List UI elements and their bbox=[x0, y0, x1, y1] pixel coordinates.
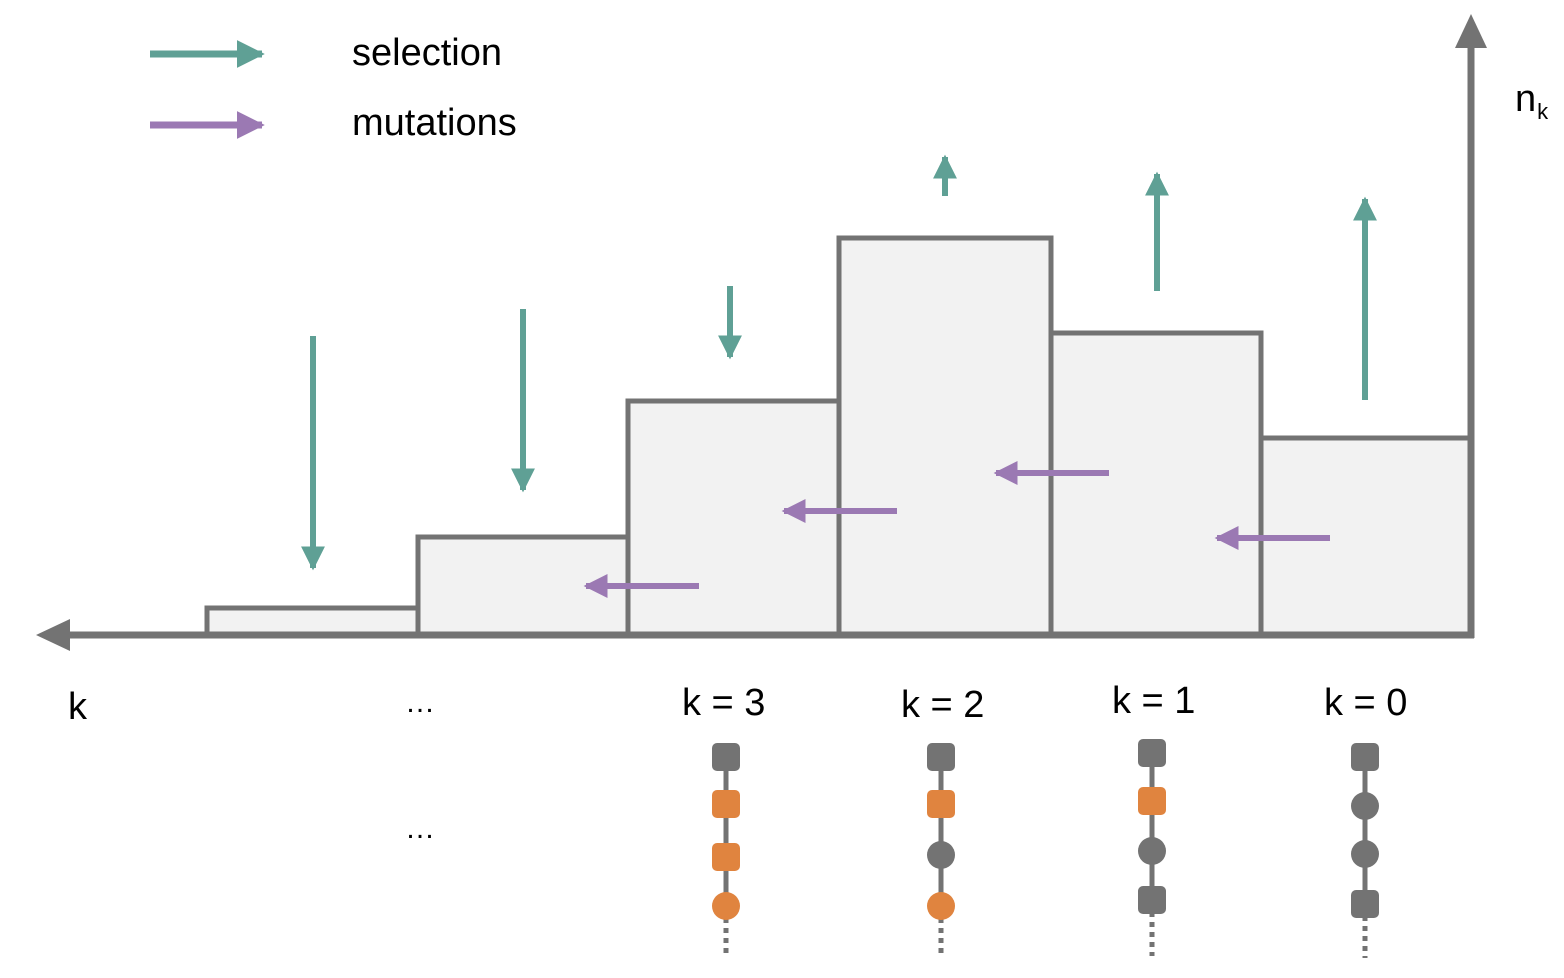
orange-circle-node bbox=[712, 892, 740, 920]
y-axis-label: nk bbox=[1515, 78, 1548, 125]
bin-label-k0: k = 0 bbox=[1324, 682, 1408, 724]
gray-square-node bbox=[1351, 743, 1379, 771]
gray-square-node bbox=[1138, 886, 1166, 914]
gray-square-node bbox=[712, 743, 740, 771]
bin-label-ellipsis: … bbox=[405, 686, 436, 719]
bin-k3 bbox=[625, 398, 842, 638]
bin-label-k2: k = 2 bbox=[901, 684, 985, 726]
gray-circle-node bbox=[1138, 837, 1166, 865]
x-axis-arrowhead bbox=[36, 619, 70, 651]
y-axis-arrowhead bbox=[1455, 14, 1487, 48]
chain-ellipsis: … bbox=[405, 812, 436, 845]
legend bbox=[150, 40, 265, 139]
chain-k0 bbox=[1351, 743, 1379, 958]
legend-selection-label: selection bbox=[352, 32, 502, 74]
orange-square-node bbox=[712, 790, 740, 818]
axes bbox=[36, 14, 1487, 651]
selection-arrows bbox=[301, 154, 1377, 571]
chain-k1 bbox=[1138, 739, 1166, 956]
legend-mutations-label: mutations bbox=[352, 102, 517, 144]
bin-k1 bbox=[1048, 330, 1264, 638]
orange-circle-node bbox=[927, 892, 955, 920]
y-axis-label-sub: k bbox=[1537, 99, 1549, 124]
bin-label-k3: k = 3 bbox=[682, 682, 766, 724]
gray-circle-node bbox=[927, 841, 955, 869]
chain-k2 bbox=[927, 743, 955, 958]
gray-circle-node bbox=[1351, 792, 1379, 820]
bin-far-left bbox=[204, 605, 421, 638]
orange-square-node bbox=[1138, 787, 1166, 815]
histogram bbox=[204, 235, 1474, 638]
y-axis-label-main: n bbox=[1515, 78, 1537, 120]
bin-label-k1: k = 1 bbox=[1112, 680, 1196, 722]
mutation-arrows bbox=[583, 461, 1330, 598]
gray-square-node bbox=[1138, 739, 1166, 767]
bin-k2 bbox=[836, 235, 1054, 638]
orange-square-node bbox=[712, 843, 740, 871]
gray-square-node bbox=[927, 743, 955, 771]
x-axis-label: k bbox=[68, 686, 87, 728]
chain-k3 bbox=[712, 743, 740, 958]
orange-square-node bbox=[927, 790, 955, 818]
gray-circle-node bbox=[1351, 840, 1379, 868]
gray-square-node bbox=[1351, 890, 1379, 918]
